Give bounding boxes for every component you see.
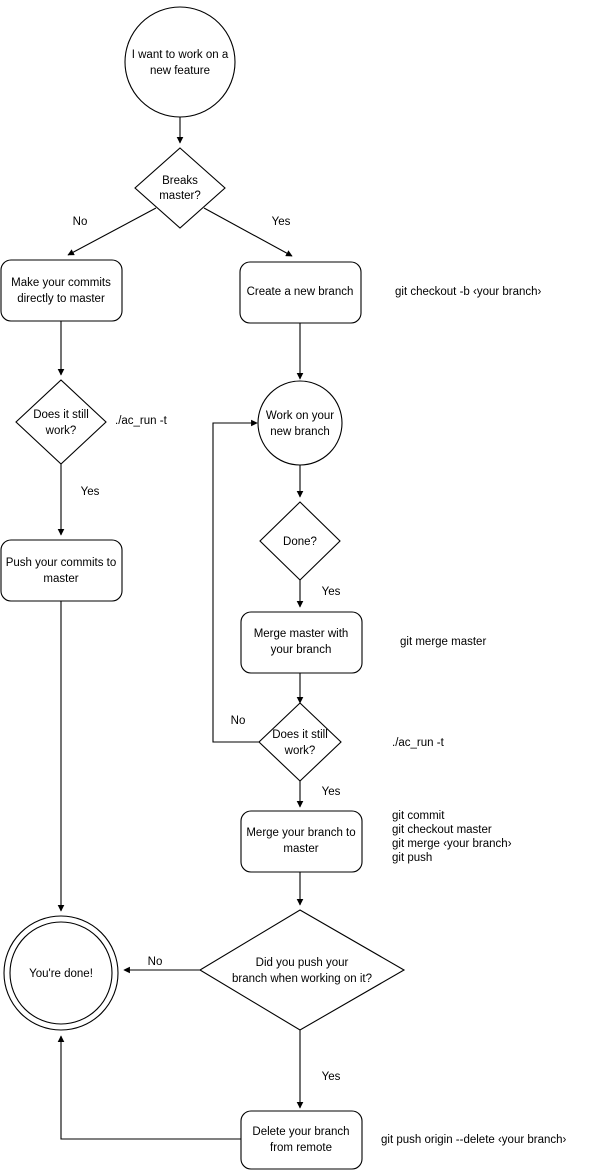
did-push-label-line1: Did you push your [256,957,349,969]
edge-label-done-yes: Yes [322,586,341,598]
delete-branch-label-line1: Delete your branch [252,1126,349,1138]
edge-label-stillwork2-yes: Yes [322,786,341,798]
edge-stillwork2-no-to-workon [212,419,260,743]
make-commits-label-line1: Make your commits [11,277,111,289]
merge-master-box[interactable] [240,611,363,674]
edge-label-stillwork1-yes: Yes [81,486,100,498]
node-still-work-2[interactable]: Does it still work? [258,702,342,782]
still-work-2-label-line2: work? [284,745,316,757]
edge-labels: No Yes Yes Yes No Yes No Yes [73,216,341,1083]
still-work-1-label-line1: Does it still [33,409,89,421]
still-work-2-label-line1: Does it still [272,729,328,741]
edges [57,117,304,1140]
annotation-create-branch: git checkout -b ‹your branch› [395,286,542,298]
annotation-delete-branch: git push origin --delete ‹your branch› [381,1134,567,1146]
annotation-merge-branch-line3: git merge ‹your branch› [392,838,512,850]
work-on-branch-label-line2: new branch [270,426,329,438]
node-start[interactable]: I want to work on a new feature [124,6,236,118]
merge-master-label-line2: your branch [271,644,332,656]
edge-label-stillwork2-no: No [231,715,246,727]
did-push-diamond[interactable] [198,909,406,1031]
edge-label-didpush-no: No [148,956,163,968]
edge-label-breaks-no: No [73,216,88,228]
done-diamond[interactable] [259,501,341,581]
delete-branch-box[interactable] [240,1110,363,1170]
merge-branch-label-line2: master [283,843,318,855]
annotation-merge-branch-line2: git checkout master [392,824,492,836]
done-label: Done? [283,536,317,548]
merge-branch-label-line1: Merge your branch to [246,827,355,839]
work-on-branch-label-line1: Work on your [266,410,334,422]
edge-breaks-no-to-make [67,207,157,256]
push-master-label-line1: Push your commits to [6,557,117,569]
still-work-2-diamond[interactable] [258,702,342,782]
edge-deletebranch-to-youredone [57,1035,241,1140]
make-commits-label-line2: directly to master [17,293,105,305]
node-merge-branch[interactable]: Merge your branch to master [240,810,363,873]
annotations: git checkout -b ‹your branch› ./ac_run -… [115,286,567,1146]
breaks-master-diamond[interactable] [134,147,226,229]
annotation-still-work-2: ./ac_run -t [392,737,445,749]
node-delete-branch[interactable]: Delete your branch from remote [240,1110,363,1170]
create-branch-box[interactable] [239,261,362,324]
did-push-label-line2: branch when working on it? [232,973,372,985]
start-circle[interactable] [124,6,236,118]
youre-done-inner-circle [9,921,113,1025]
start-label-line1: I want to work on a [132,49,229,61]
edge-breaks-yes-to-createbranch [203,207,293,257]
node-create-branch[interactable]: Create a new branch [239,261,362,324]
annotation-merge-branch-line1: git commit [392,810,445,822]
node-work-on-branch[interactable]: Work on your new branch [257,380,343,466]
breaks-master-label-line2: master? [159,190,201,202]
annotation-merge-branch-line4: git push [392,852,432,864]
node-merge-master[interactable]: Merge master with your branch [240,611,363,674]
push-master-label-line2: master [43,573,78,585]
edge-label-didpush-yes: Yes [322,1071,341,1083]
node-push-master[interactable]: Push your commits to master [0,539,123,602]
merge-branch-box[interactable] [240,810,363,873]
work-on-branch-circle[interactable] [257,380,343,466]
node-done[interactable]: Done? [259,501,341,581]
node-make-commits[interactable]: Make your commits directly to master [0,259,123,322]
node-did-push[interactable]: Did you push your branch when working on… [198,909,406,1031]
node-youre-done[interactable]: You're done! [3,915,119,1031]
node-still-work-1[interactable]: Does it still work? [15,379,107,465]
edge-label-breaks-yes: Yes [272,216,291,228]
still-work-1-label-line2: work? [45,425,77,437]
node-breaks-master[interactable]: Breaks master? [134,147,226,229]
still-work-1-diamond[interactable] [15,379,107,465]
delete-branch-label-line2: from remote [270,1142,332,1154]
merge-master-label-line1: Merge master with [254,628,349,640]
create-branch-label: Create a new branch [247,286,354,298]
make-commits-box[interactable] [0,259,123,322]
annotation-merge-master: git merge master [400,636,486,648]
breaks-master-label-line1: Breaks [162,175,198,187]
annotation-still-work-1: ./ac_run -t [115,415,168,427]
push-master-box[interactable] [0,539,123,602]
youre-done-label: You're done! [29,968,93,980]
start-label-line2: new feature [150,65,210,77]
